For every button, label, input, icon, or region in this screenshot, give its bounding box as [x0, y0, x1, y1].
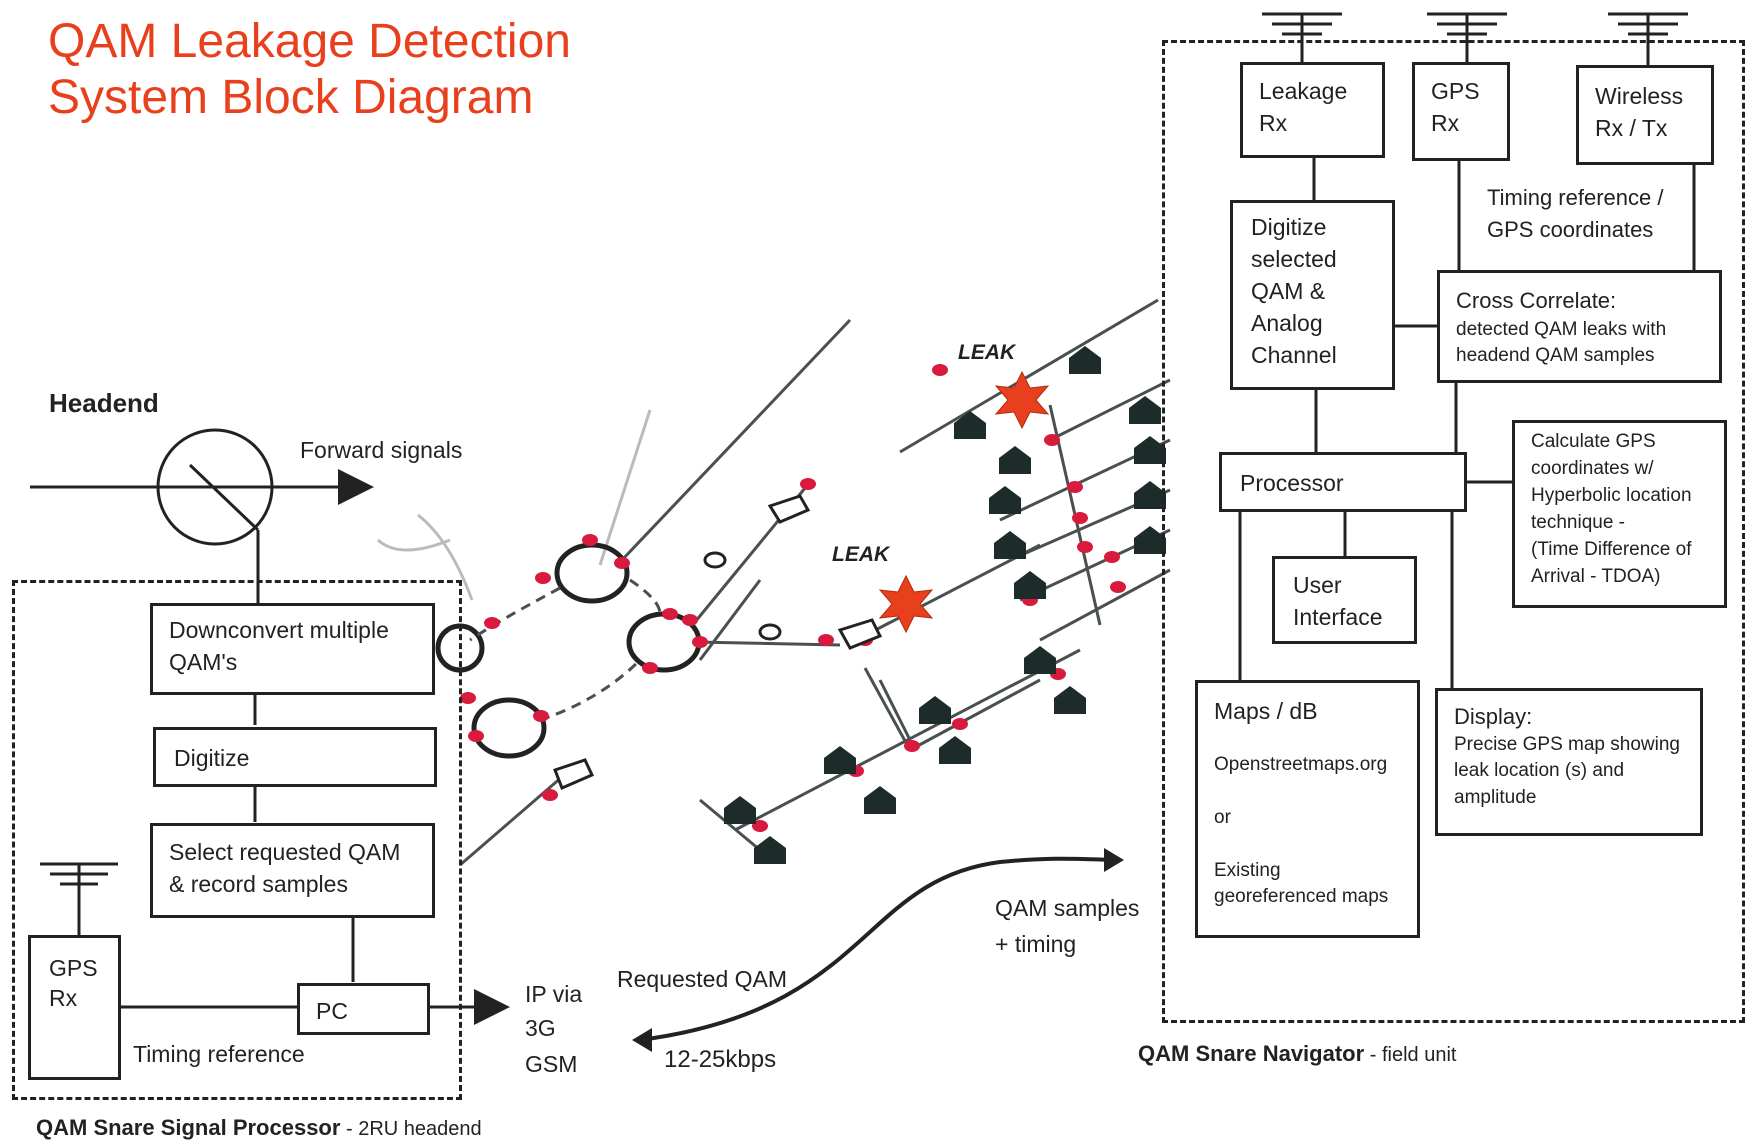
signal-processor-enclosure	[12, 580, 462, 1100]
leakage-rx-block: Leakage Rx	[1240, 62, 1385, 158]
navigator-digitize-block: Digitize selected QAM & Analog Channel	[1230, 200, 1395, 390]
ip-label-2: 3G	[525, 1015, 556, 1041]
processor-block: Processor	[1219, 452, 1467, 512]
rate-label: 12-25kbps	[664, 1046, 777, 1073]
title-line-2: System Block Diagram	[48, 71, 534, 124]
title-line-1: QAM Leakage Detection	[48, 15, 571, 68]
user-interface-block: User Interface	[1272, 556, 1417, 644]
navigator-enclosure	[1162, 40, 1745, 1023]
timing-reference-label: Timing reference	[133, 1041, 305, 1067]
splitter-icon	[156, 428, 274, 546]
leak-label-2: LEAK	[832, 543, 890, 566]
cable-network	[376, 298, 1171, 867]
signal-processor-caption: QAM Snare Signal Processor - 2RU headend	[36, 1115, 482, 1140]
downconvert-block: Downconvert multiple QAM's	[150, 603, 435, 695]
samples-label-2: + timing	[995, 931, 1077, 957]
taps	[553, 494, 883, 790]
cross-correlate-block: Cross Correlate: detected QAM leaks with…	[1437, 270, 1722, 383]
house-icons	[724, 346, 1166, 864]
calculate-gps-block: Calculate GPS coordinates w/ Hyperbolic …	[1512, 420, 1727, 608]
wireless-block: Wireless Rx / Tx	[1576, 65, 1714, 165]
display-block: Display: Precise GPS map showing leak lo…	[1435, 688, 1703, 836]
samples-label-1: QAM samples	[995, 895, 1140, 921]
leak-star-icons	[878, 370, 1050, 634]
digitize-block: Digitize	[153, 727, 437, 787]
diagram-title: QAM Leakage Detection System Block Diagr…	[48, 14, 571, 126]
navigator-antennas	[1262, 12, 1688, 65]
data-link-arrow	[639, 856, 1121, 1042]
navigator-caption: QAM Snare Navigator - field unit	[1138, 1041, 1457, 1066]
navigator-gps-rx-block: GPS Rx	[1412, 62, 1510, 161]
ip-label-3: GSM	[525, 1051, 578, 1077]
requested-qam-label: Requested QAM	[617, 966, 788, 992]
headend-label: Headend	[49, 388, 159, 418]
network-nodes	[460, 364, 1126, 832]
ip-label-1: IP via	[525, 981, 583, 1007]
pc-block: PC	[297, 983, 430, 1035]
forward-signals-label: Forward signals	[300, 437, 463, 463]
gps-antenna-icon	[40, 862, 118, 935]
maps-block: Maps / dB Openstreetmaps.org or Existing…	[1195, 680, 1420, 938]
leak-label-1: LEAK	[958, 341, 1016, 364]
timing-reference-gps-label: Timing reference / GPS coordinates	[1487, 185, 1664, 242]
select-qam-block: Select requested QAM & record samples	[150, 823, 435, 918]
headend-gps-rx-block: GPS Rx	[28, 935, 121, 1080]
